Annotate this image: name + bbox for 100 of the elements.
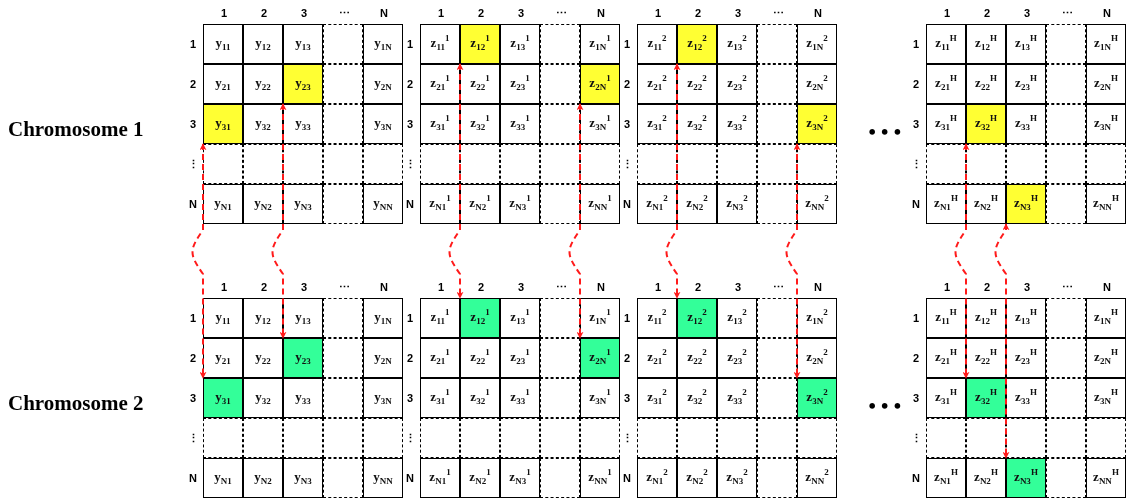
column-index: ⋯ xyxy=(338,281,350,294)
row-index: ⋮ xyxy=(910,158,922,171)
row-index: 2 xyxy=(913,78,920,91)
empty-cell xyxy=(203,144,243,184)
matrix-cell: y$_{N1}$ xyxy=(203,458,243,498)
row-index: ⋮ xyxy=(404,158,416,171)
empty-cell xyxy=(540,104,580,144)
matrix-cell: y$_{NN}$ xyxy=(363,184,403,224)
row-index: 2 xyxy=(913,352,920,365)
row-index: 1 xyxy=(190,312,197,325)
column-index: ⋯ xyxy=(772,7,784,20)
matrix-cell: y$_{N2}$ xyxy=(243,184,283,224)
highlighted-cell: y$_{31}$ xyxy=(203,378,243,418)
empty-cell xyxy=(926,418,966,458)
empty-cell xyxy=(757,64,797,104)
column-index: 1 xyxy=(944,7,951,20)
empty-cell xyxy=(363,418,403,458)
empty-cell xyxy=(420,144,460,184)
empty-cell xyxy=(323,298,363,338)
matrix-cell: y$_{12}$ xyxy=(243,24,283,64)
column-index: 1 xyxy=(221,7,228,20)
empty-cell xyxy=(757,418,797,458)
row-index: 1 xyxy=(624,38,631,51)
highlighted-cell: y$_{23}$ xyxy=(283,64,323,104)
empty-cell xyxy=(460,144,500,184)
column-index: 1 xyxy=(944,281,951,294)
matrix-cell: y$_{11}$ xyxy=(203,24,243,64)
empty-cell xyxy=(1046,144,1086,184)
column-index: N xyxy=(380,281,388,294)
empty-cell xyxy=(203,418,243,458)
row-index: 1 xyxy=(913,38,920,51)
matrix-cell: y$_{22}$ xyxy=(243,64,283,104)
empty-cell xyxy=(323,458,363,498)
matrix-cell: y$_{N1}$ xyxy=(203,184,243,224)
empty-cell xyxy=(757,24,797,64)
row-index: N xyxy=(189,198,197,211)
row-index: 1 xyxy=(407,38,414,51)
empty-cell xyxy=(637,418,677,458)
column-index: 1 xyxy=(655,7,662,20)
column-index: ⋯ xyxy=(555,281,567,294)
row-index: 3 xyxy=(624,392,631,405)
double-arrow xyxy=(994,223,1010,459)
row-index: 2 xyxy=(624,352,631,365)
column-index: N xyxy=(814,281,822,294)
empty-cell xyxy=(460,418,500,458)
empty-cell xyxy=(540,418,580,458)
row-index: 2 xyxy=(407,352,414,365)
empty-cell xyxy=(637,144,677,184)
matrix-cell: y$_{32}$ xyxy=(243,104,283,144)
column-index: 2 xyxy=(695,7,702,20)
matrix-cell: y$_{22}$ xyxy=(243,338,283,378)
matrix-cell: y$_{3N}$ xyxy=(363,104,403,144)
row-index: 3 xyxy=(913,392,920,405)
matrix-cell: y$_{11}$ xyxy=(203,298,243,338)
column-index: 1 xyxy=(221,281,228,294)
empty-cell xyxy=(540,144,580,184)
empty-cell xyxy=(540,458,580,498)
row-label: Chromosome 2 xyxy=(8,391,144,415)
matrix-cell: y$_{1N}$ xyxy=(363,298,403,338)
matrix-cell: y$_{32}$ xyxy=(243,378,283,418)
ellipsis-dots: • • • xyxy=(868,394,902,418)
row-index: ⋮ xyxy=(910,432,922,445)
row-index: 2 xyxy=(407,78,414,91)
row-index: ⋮ xyxy=(187,158,199,171)
empty-cell xyxy=(243,418,283,458)
empty-cell xyxy=(323,418,363,458)
empty-cell xyxy=(580,144,620,184)
column-index: 1 xyxy=(438,281,445,294)
row-index: 2 xyxy=(624,78,631,91)
column-index: 2 xyxy=(984,7,991,20)
column-index: 3 xyxy=(1024,7,1031,20)
column-index: ⋯ xyxy=(1061,7,1073,20)
empty-cell xyxy=(323,184,363,224)
empty-cell xyxy=(1046,378,1086,418)
empty-cell xyxy=(926,144,966,184)
double-arrow xyxy=(271,103,287,339)
ellipsis-dots: • • • xyxy=(868,120,902,144)
column-index: ⋯ xyxy=(772,281,784,294)
matrix-cell: y$_{N3}$ xyxy=(283,184,323,224)
empty-cell xyxy=(323,144,363,184)
empty-cell xyxy=(540,298,580,338)
empty-cell xyxy=(540,184,580,224)
column-index: 3 xyxy=(301,7,308,20)
empty-cell xyxy=(363,144,403,184)
row-index: 1 xyxy=(913,312,920,325)
column-index: 3 xyxy=(518,281,525,294)
empty-cell xyxy=(757,184,797,224)
row-index: N xyxy=(406,472,414,485)
column-index: ⋯ xyxy=(338,7,350,20)
column-index: N xyxy=(814,7,822,20)
empty-cell xyxy=(500,144,540,184)
column-index: 2 xyxy=(261,281,268,294)
row-index: 3 xyxy=(407,392,414,405)
column-index: 2 xyxy=(984,281,991,294)
matrix-cell: y$_{2N}$ xyxy=(363,64,403,104)
empty-cell xyxy=(757,338,797,378)
row-index: ⋮ xyxy=(621,432,633,445)
column-index: 3 xyxy=(735,281,742,294)
empty-cell xyxy=(797,418,837,458)
matrix-cell: y$_{3N}$ xyxy=(363,378,403,418)
